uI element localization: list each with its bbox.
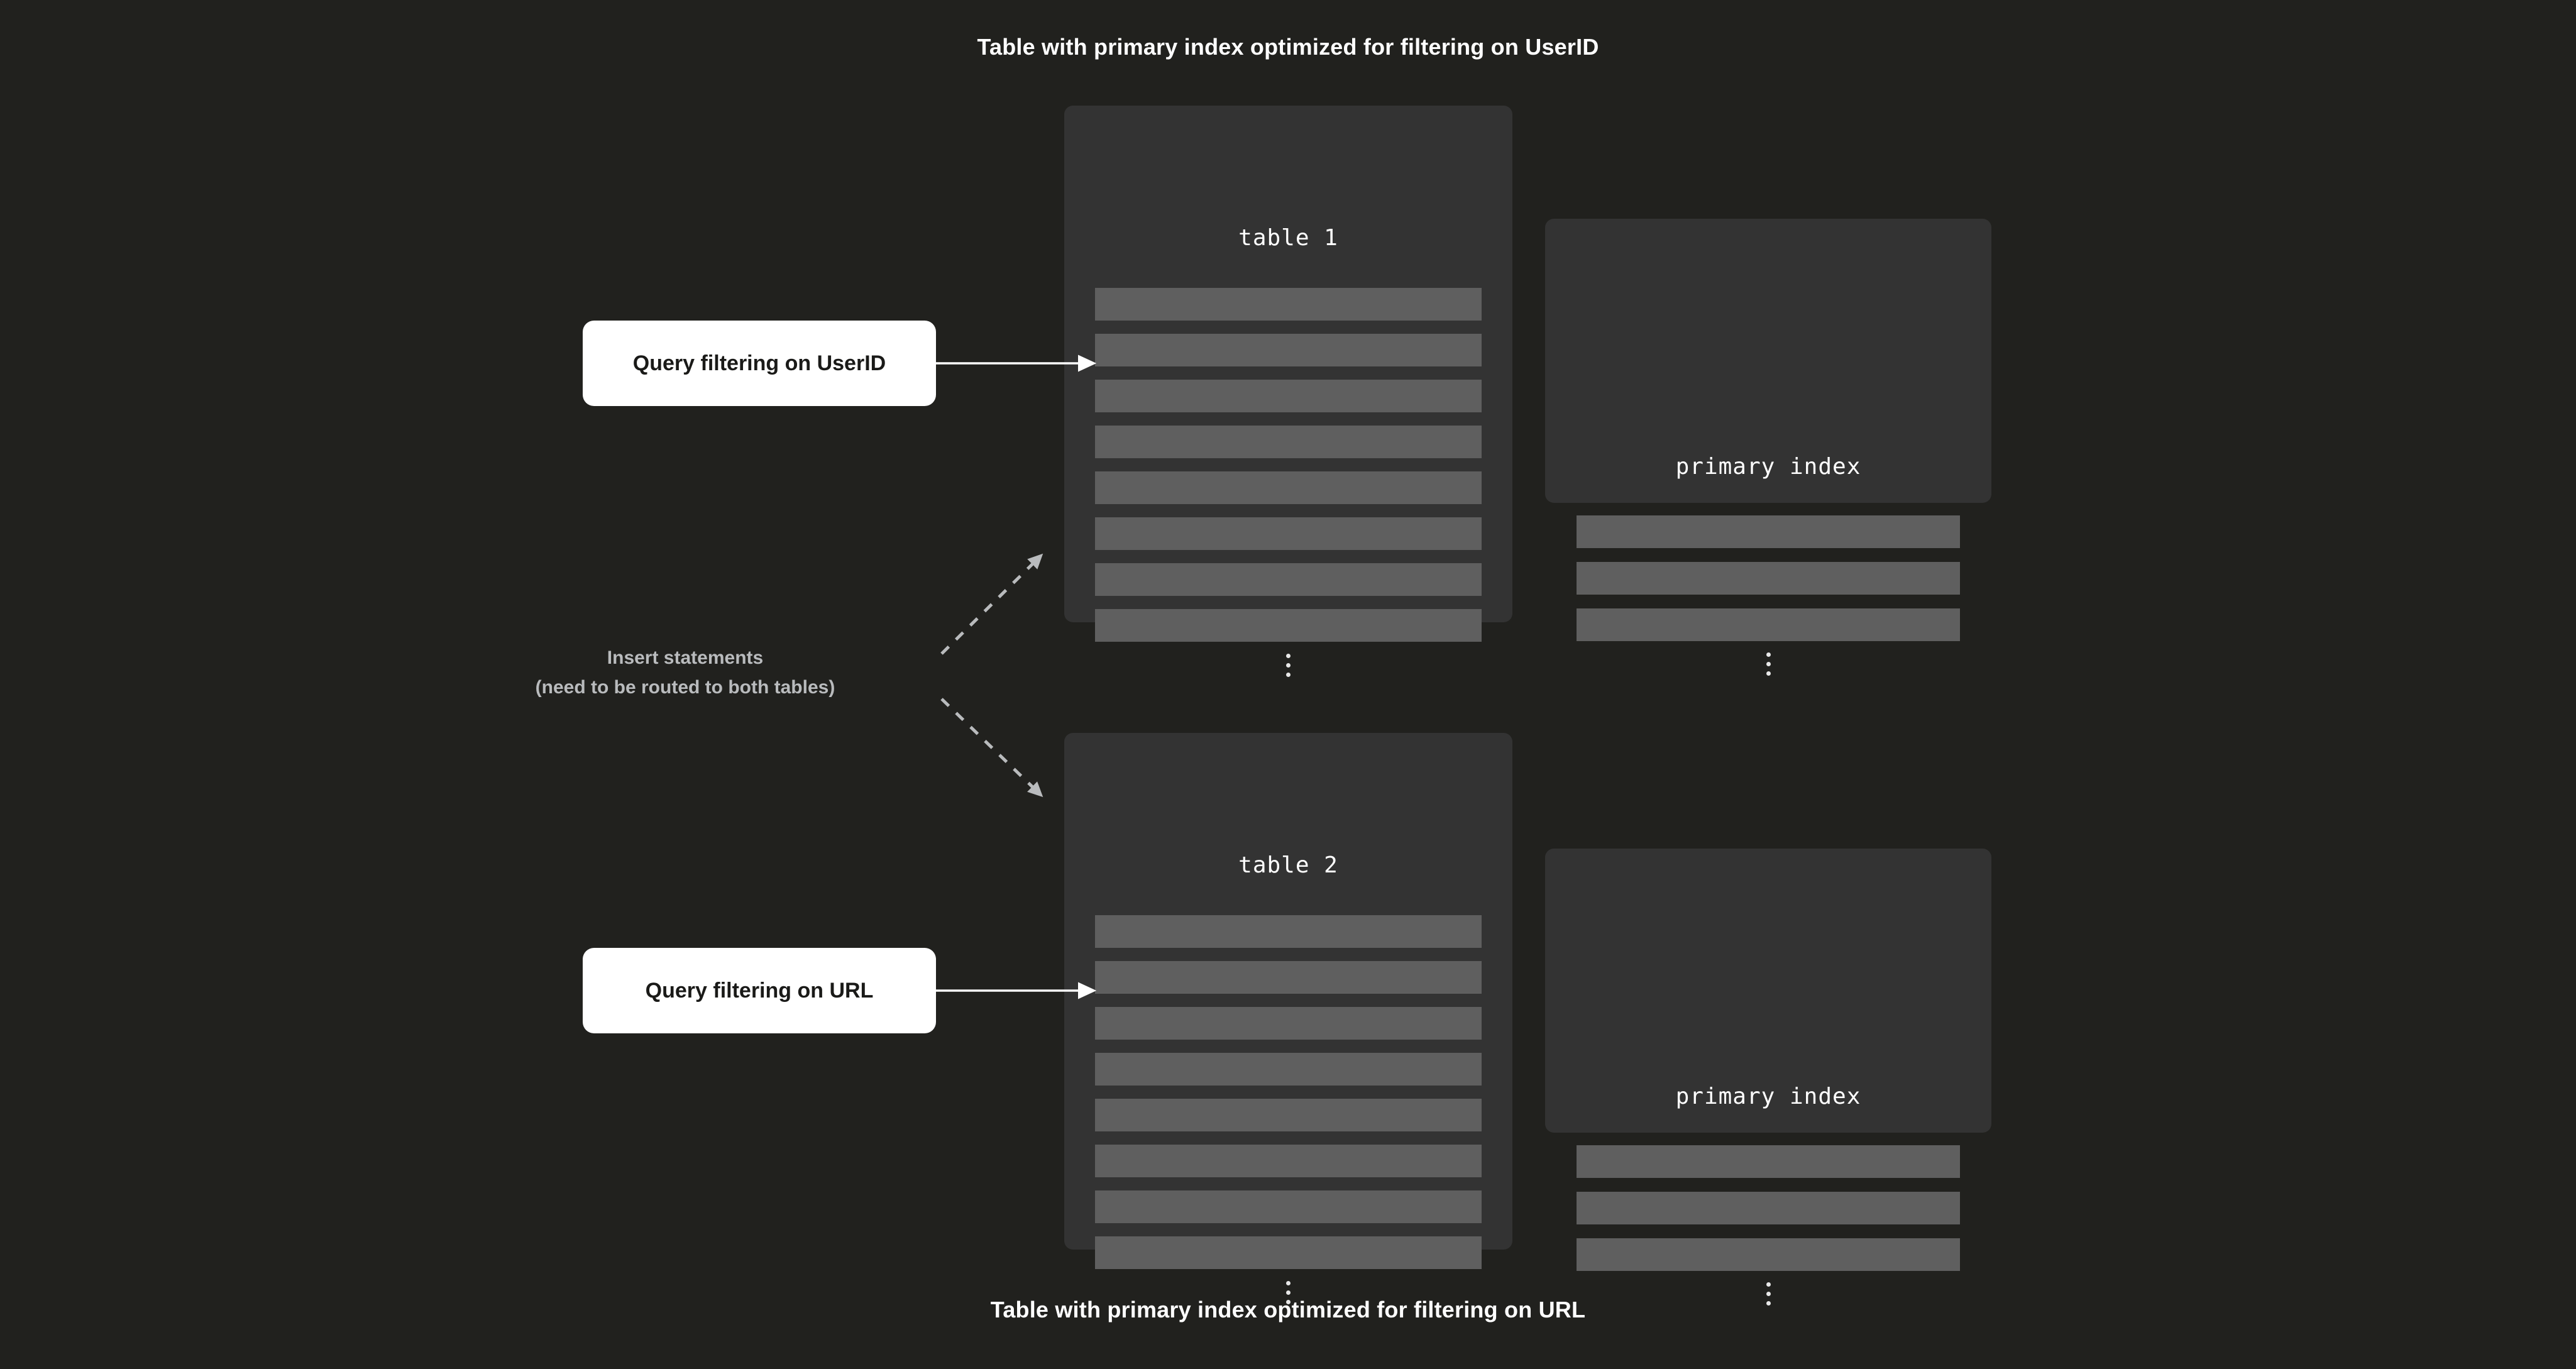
table-row: [1095, 1007, 1482, 1040]
table-row: [1095, 426, 1482, 458]
query-filtering-on-url-box[interactable]: Query filtering on URL: [583, 948, 936, 1033]
connector-insert-to-table2: [940, 698, 1043, 798]
insert-statements-note: Insert statements (need to be routed to …: [434, 644, 937, 702]
table-row: [1095, 380, 1482, 412]
insert-note-line-2: (need to be routed to both tables): [535, 676, 835, 698]
table-row: [1095, 1053, 1482, 1086]
bottom-caption: Table with primary index optimized for f…: [990, 1297, 1586, 1322]
table-2-rows: [1064, 915, 1512, 1282]
index-row: [1577, 515, 1960, 548]
insert-note-line-1: Insert statements: [607, 647, 764, 668]
table-row: [1095, 915, 1482, 948]
query-userid-label: Query filtering on UserID: [632, 351, 886, 375]
table-row: [1095, 288, 1482, 321]
primary-index-2-card: primary index: [1545, 849, 1991, 1306]
table-row: [1095, 609, 1482, 642]
table-row: [1095, 1099, 1482, 1131]
connector-insert-to-table1: [940, 553, 1043, 655]
table-2-title: table 2: [1238, 852, 1338, 878]
query-url-label: Query filtering on URL: [645, 978, 874, 1003]
vertical-ellipsis-icon: [1545, 652, 1991, 676]
table-row: [1095, 1190, 1482, 1223]
primary-index-1-title: primary index: [1675, 454, 1861, 480]
index-row: [1577, 1192, 1960, 1224]
table-1-card: table 1: [1064, 106, 1512, 677]
index-row: [1577, 608, 1960, 641]
table-row: [1095, 471, 1482, 504]
primary-index-2-title: primary index: [1675, 1084, 1861, 1109]
table-1-title: table 1: [1238, 225, 1338, 251]
table-row: [1095, 563, 1482, 596]
index-row: [1577, 1145, 1960, 1178]
primary-index-1-rows: [1545, 515, 1991, 655]
table-1-rows: [1064, 288, 1512, 655]
table-2-card: table 2: [1064, 733, 1512, 1304]
table-row: [1095, 1145, 1482, 1177]
table-row: [1095, 517, 1482, 550]
index-row: [1577, 562, 1960, 595]
primary-index-1-card: primary index: [1545, 219, 1991, 676]
top-caption: Table with primary index optimized for f…: [977, 34, 1599, 60]
table-row: [1095, 334, 1482, 366]
table-row: [1095, 1236, 1482, 1269]
primary-index-2-rows: [1545, 1145, 1991, 1285]
table-row: [1095, 961, 1482, 994]
index-row: [1577, 1238, 1960, 1271]
query-filtering-on-userid-box[interactable]: Query filtering on UserID: [583, 321, 936, 406]
vertical-ellipsis-icon: [1064, 654, 1512, 677]
